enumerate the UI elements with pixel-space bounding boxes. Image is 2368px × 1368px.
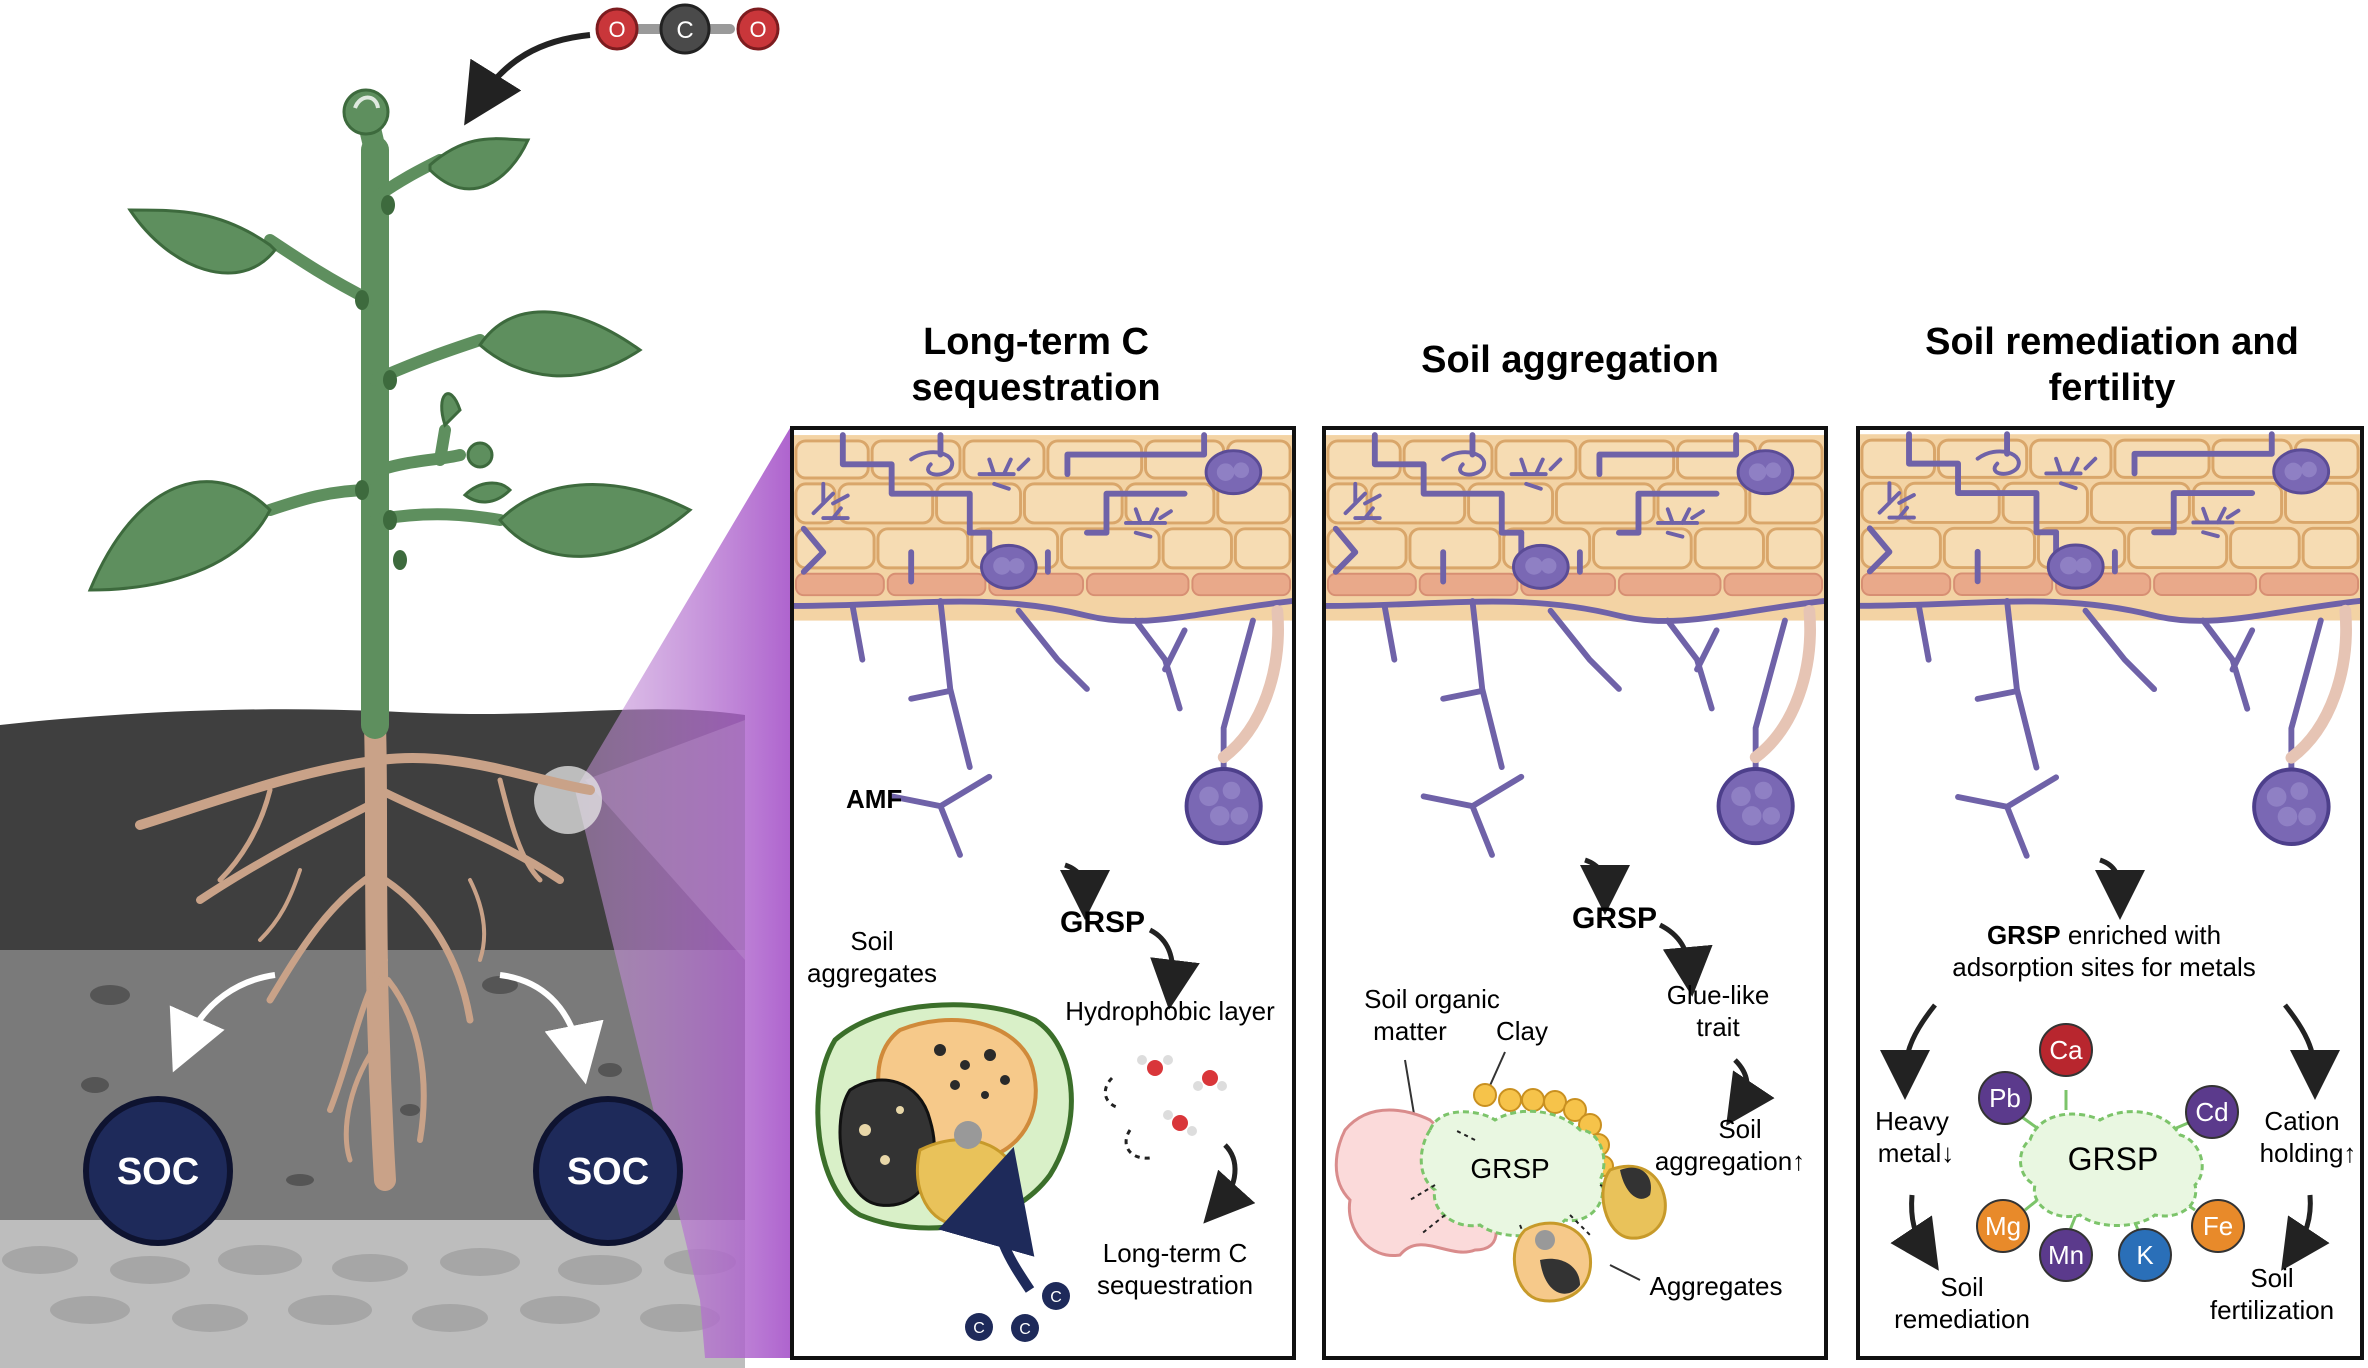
metal-ion-label-mg: Mg — [1985, 1211, 2021, 1241]
co2-uptake-arrow — [464, 32, 591, 126]
metal-ion-pb — [1978, 1071, 2032, 1125]
som-label-line2: matter — [1373, 1016, 1447, 1046]
metal-ion-label-mn: Mn — [2048, 1240, 2084, 1270]
grsp-enriched-rest: enriched with — [2061, 920, 2221, 950]
soc-left-label: SOC — [117, 1151, 199, 1193]
root-system — [135, 714, 595, 1191]
oxygen-atom-right — [736, 7, 780, 51]
metal-ion-mg — [1976, 1199, 2030, 1253]
metal-ion-ca — [2039, 1023, 2093, 1077]
metal-ion-mn — [2039, 1228, 2093, 1282]
panel2-grsp-arrow — [1579, 857, 1630, 915]
amf-label: AMF — [846, 784, 902, 814]
water-molecules — [1103, 1055, 1227, 1160]
metal-ion-label-k: K — [2136, 1240, 2154, 1270]
soc-pool-left: SOC — [83, 1096, 233, 1246]
panel1-outcome-line1: Long-term C — [1103, 1238, 1248, 1268]
soc-right-label: SOC — [567, 1151, 649, 1193]
fertilization-line2: fertilization — [2210, 1295, 2334, 1325]
heavy-metal-arrow — [1880, 1003, 1937, 1100]
aggregates-label-line2: aggregates — [807, 958, 937, 988]
carbon-atom-label-1: C — [973, 1320, 985, 1337]
aggregates-pointer — [1609, 1264, 1641, 1281]
panel1-hydrophobic-arrow — [1148, 927, 1200, 1010]
metal-ion-cd — [2185, 1085, 2239, 1139]
remediation-line1: Soil — [1940, 1272, 1983, 1302]
aggregate-particles — [1512, 1164, 1667, 1303]
som-label-line1: Soil organic — [1364, 984, 1500, 1014]
fertilization-arrow — [2281, 1194, 2330, 1271]
panel1-grsp-arrow — [1059, 862, 1110, 920]
panel1-outcome-arrow — [1203, 1143, 1256, 1224]
panel-remediation-fertility: Soil remediation and fertility GRSP enri… — [1856, 321, 2364, 1360]
grsp-enriched-bold: GRSP — [1987, 920, 2061, 950]
clay-label: Clay — [1496, 1016, 1548, 1046]
panel1-title-line2: sequestration — [911, 367, 1160, 409]
cation-holding-line2: holding↑ — [2260, 1138, 2357, 1168]
carbon-atom-label-3: C — [1050, 1289, 1062, 1306]
co2-o-left-label: O — [608, 17, 625, 42]
heavy-metal-line2: metal↓ — [1878, 1138, 1955, 1168]
soc-arrow-right — [499, 972, 604, 1085]
soc-arrow-left — [169, 972, 276, 1073]
metal-ion-label-pb: Pb — [1989, 1083, 2021, 1113]
panel2-title: Soil aggregation — [1421, 339, 1719, 381]
cation-holding-arrow — [2283, 1003, 2340, 1100]
panel3-title-line2: fertility — [2049, 367, 2176, 409]
panel3-grsp-cloud-label: GRSP — [2068, 1141, 2159, 1177]
panel3-grsp-arrow — [2094, 857, 2145, 920]
glue-trait-line2: trait — [1696, 1012, 1740, 1042]
metal-ion-k — [2118, 1228, 2172, 1282]
co2-molecule: O C O — [595, 3, 780, 55]
co2-c-label: C — [676, 17, 693, 44]
som-pointer — [1404, 1059, 1416, 1121]
panel1-outcome-line2: sequestration — [1097, 1270, 1253, 1300]
glue-trait-line1: Glue-like — [1667, 980, 1770, 1010]
panel-soil-aggregation: Soil aggregation GRSP Glue-like trait So… — [1322, 339, 1828, 1360]
soc-pool-right: SOC — [533, 1096, 683, 1246]
co2-o-right-label: O — [749, 17, 766, 42]
remediation-line2: remediation — [1894, 1304, 2030, 1334]
grsp-enriched-line: GRSP enriched with — [1987, 920, 2221, 950]
soil-aggregation-line2: aggregation↑ — [1655, 1146, 1805, 1176]
remediation-arrow — [1890, 1194, 1939, 1271]
fertilization-line1: Soil — [2250, 1263, 2293, 1293]
panel2-grsp-label: GRSP — [1572, 902, 1657, 935]
cation-holding-line1: Cation — [2264, 1106, 2339, 1136]
oxygen-atom-left — [595, 7, 639, 51]
carbon-input-arrow — [938, 1146, 1035, 1293]
panel1-title-line1: Long-term C — [923, 321, 1149, 363]
soil-aggregation-line1: Soil — [1718, 1114, 1761, 1144]
metal-ion-fe — [2191, 1199, 2245, 1253]
plant — [87, 88, 693, 739]
carbon-atom-label-2: C — [1019, 1321, 1031, 1338]
heavy-metal-line1: Heavy — [1875, 1106, 1949, 1136]
adsorption-sites-line: adsorption sites for metals — [1952, 952, 2255, 982]
hydrophobic-layer-label: Hydrophobic layer — [1065, 996, 1275, 1026]
aggregates-label: Aggregates — [1650, 1271, 1783, 1301]
magnification-wedge — [575, 428, 790, 1358]
carbon-atom — [659, 3, 711, 55]
panel2-aggregation-arrow — [1726, 1058, 1775, 1126]
panel3-title-line1: Soil remediation and — [1925, 321, 2299, 363]
panel1-grsp-label: GRSP — [1060, 906, 1145, 939]
clay-pointer — [1487, 1051, 1506, 1091]
metal-ion-label-fe: Fe — [2203, 1211, 2233, 1241]
metal-ion-label-ca: Ca — [2049, 1035, 2083, 1065]
panel-long-term-c: Long-term C sequestration AMF GRSP Soil … — [790, 321, 1296, 1360]
wedge-highlight — [585, 720, 745, 960]
panel2-grsp-cloud — [1419, 1109, 1606, 1238]
panel3-grsp-cloud — [2019, 1110, 2204, 1227]
metal-ion-label-cd: Cd — [2195, 1097, 2228, 1127]
aggregates-label-line1: Soil — [850, 926, 893, 956]
panel2-glue-arrow — [1658, 922, 1713, 997]
soil-aggregate-illustration — [815, 1002, 1074, 1231]
panel2-grsp-cloud-label: GRSP — [1470, 1153, 1549, 1184]
carbon-atoms: C C C — [965, 1282, 1070, 1342]
